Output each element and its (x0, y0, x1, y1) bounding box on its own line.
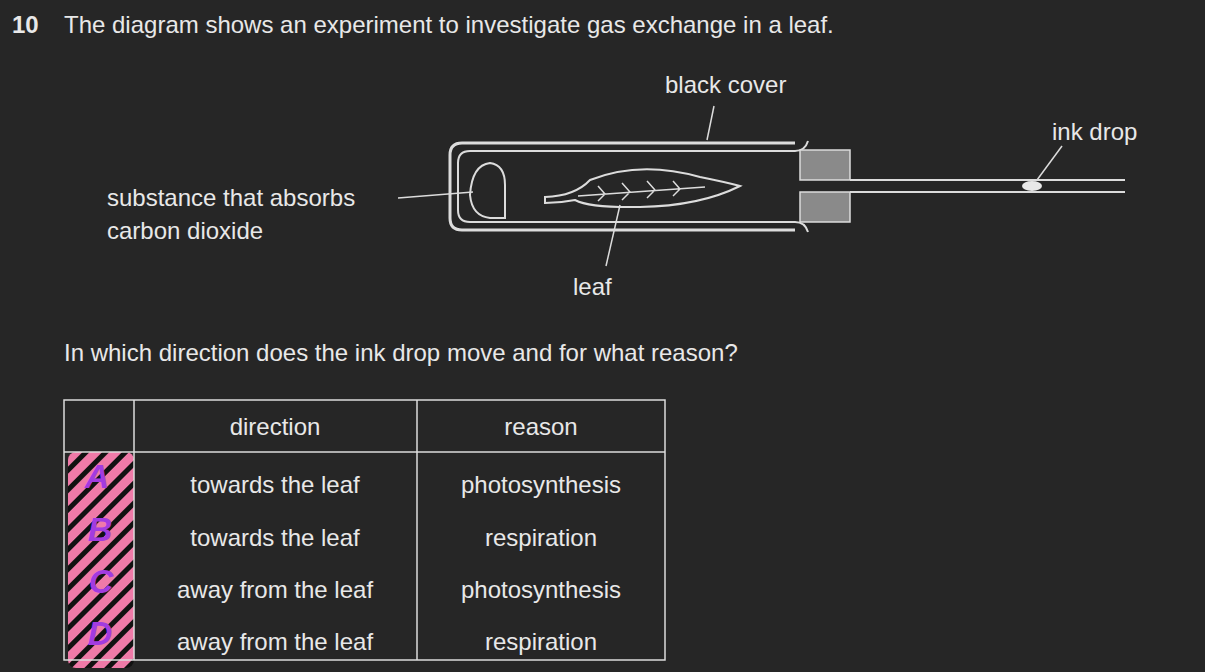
boiling-tube (458, 151, 795, 222)
leader-line (398, 192, 473, 198)
table-cell: respiration (485, 625, 597, 658)
table-cell: respiration (485, 521, 597, 554)
black-cover (450, 143, 795, 230)
option-letter: C (89, 565, 114, 598)
question-text: The diagram shows an experiment to inves… (64, 8, 834, 41)
leader-line (606, 205, 620, 266)
option-letter: B (88, 513, 113, 546)
table-cell: photosynthesis (461, 468, 621, 501)
co2-absorber (470, 163, 505, 218)
table-header: direction (230, 410, 321, 443)
bung (800, 150, 850, 180)
leader-line (707, 106, 714, 140)
table-cell: away from the leaf (177, 573, 373, 606)
table-cell: photosynthesis (461, 573, 621, 606)
highlight-stripe (68, 452, 134, 668)
table-cell: towards the leaf (190, 521, 359, 554)
ink-drop (1022, 181, 1042, 191)
answer-table (64, 400, 665, 660)
leaf-shape (545, 169, 740, 207)
leader-line (1037, 146, 1062, 180)
part-label: ink drop (1052, 115, 1137, 148)
option-letter: D (88, 617, 113, 650)
part-label: leaf (573, 270, 612, 303)
question-number: 10 (12, 8, 39, 41)
question-text: In which direction does the ink drop mov… (64, 336, 738, 369)
table-header: reason (504, 410, 577, 443)
table-cell: away from the leaf (177, 625, 373, 658)
table-cell: towards the leaf (190, 468, 359, 501)
option-letter: A (85, 460, 110, 493)
part-label: black cover (665, 68, 786, 101)
capillary-tube (850, 179, 1125, 181)
part-label: substance that absorbs carbon dioxide (107, 181, 397, 247)
